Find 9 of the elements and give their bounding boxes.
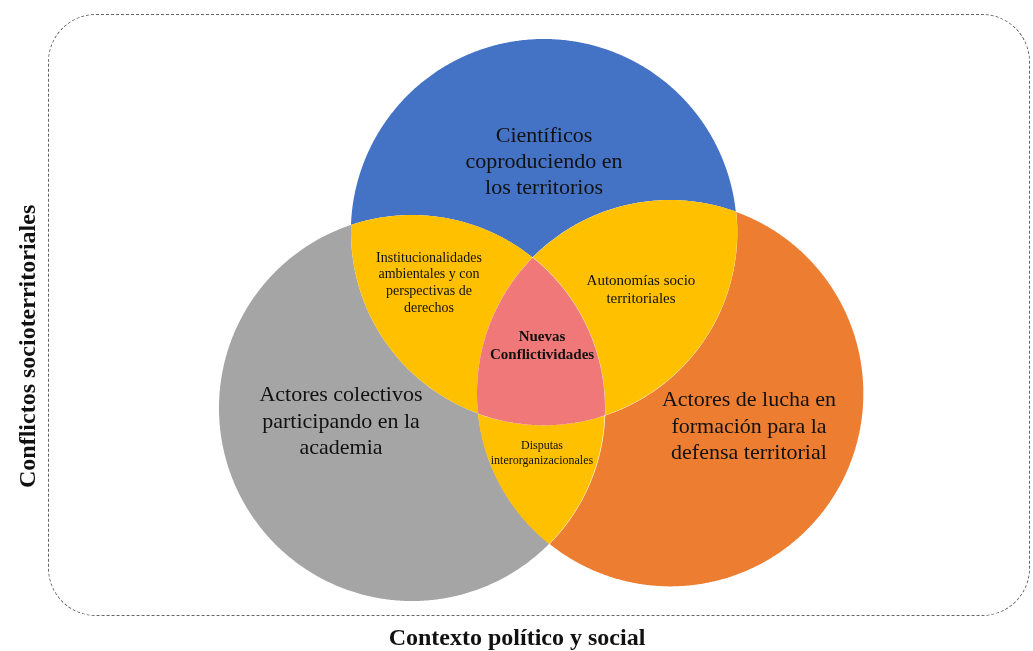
circle-label: Actores de lucha en formación para la defensa territorial [660,386,838,466]
overlap-label: Autonomías socio territoriales [585,271,697,307]
overlap-label: Disputas interorganizacionales [489,438,595,468]
overlap-label: Institucionalidades ambientales y con perspectivas de derechos [375,249,483,317]
center-label: Nuevas Conflictividades [490,327,594,363]
side-heading: Conflictos socioterritoriales [12,203,41,490]
circle-label: Científicos coproduciendo en los territorios [464,121,624,201]
circle-label: Actores colectivos participando en la academia [258,381,424,461]
frame-heading: Contexto político y social [387,622,647,651]
